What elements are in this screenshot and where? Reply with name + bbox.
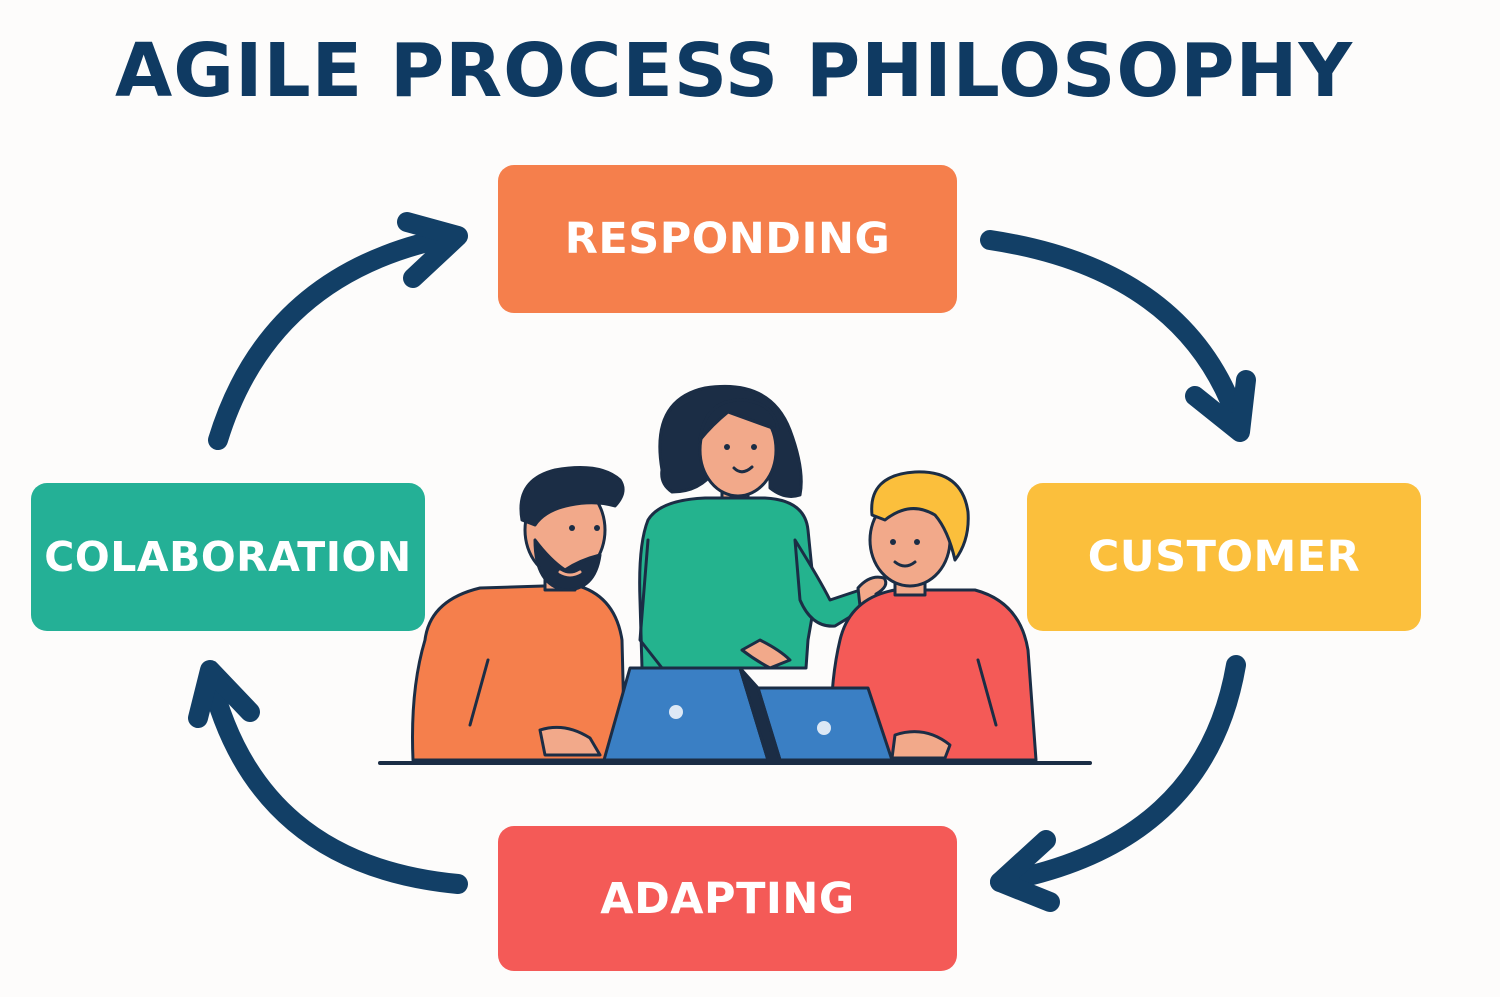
stage-collaboration: COLABORATION: [31, 483, 425, 631]
stage-label: RESPONDING: [564, 214, 891, 264]
laptop-icon: [738, 666, 894, 762]
woman-icon: [638, 384, 888, 670]
cycle-arrow-icon: [208, 212, 468, 450]
cycle-arrow-icon: [980, 230, 1256, 442]
blond-man-icon: [829, 470, 1038, 762]
page-title: AGILE PROCESS PHILOSOPHY: [114, 28, 1354, 114]
stage-label: CUSTOMER: [1087, 532, 1361, 582]
stage-responding: RESPONDING: [498, 165, 957, 313]
man-icon: [411, 466, 627, 762]
stage-label: ADAPTING: [600, 873, 855, 924]
cycle-arrow-icon: [990, 655, 1246, 912]
stage-adapting: ADAPTING: [498, 826, 957, 971]
cycle-arrow-icon: [188, 660, 468, 894]
stage-label: COLABORATION: [44, 533, 412, 581]
stage-customer: CUSTOMER: [1027, 483, 1421, 631]
